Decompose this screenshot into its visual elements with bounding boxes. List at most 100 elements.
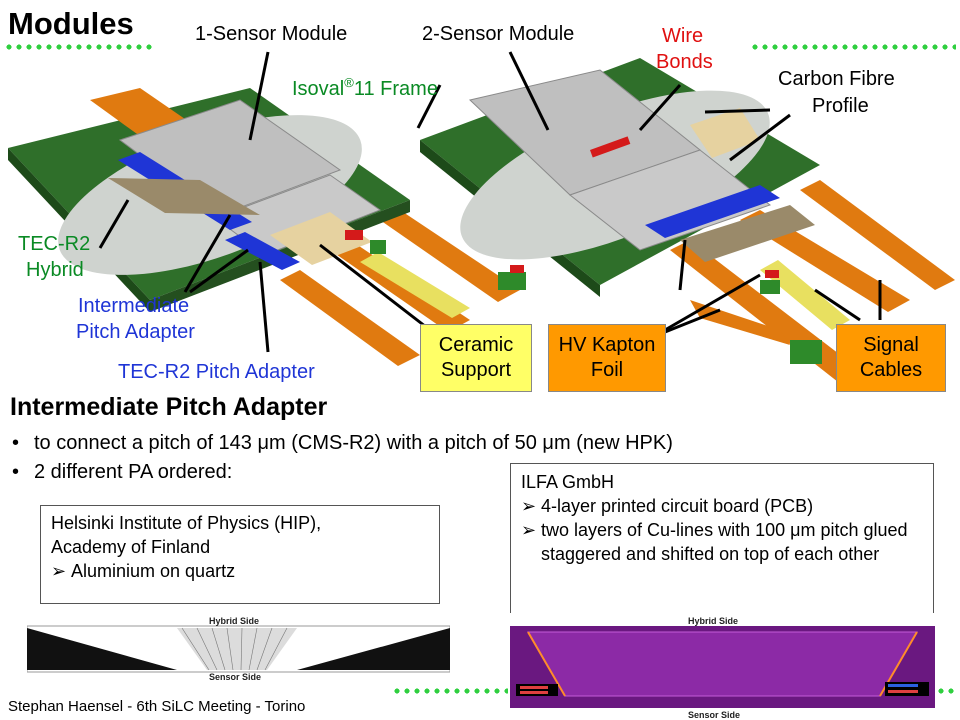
hip-line2: Academy of Finland bbox=[51, 536, 211, 557]
right-red-connector bbox=[765, 270, 779, 278]
ilfa-trapezoid bbox=[527, 631, 918, 697]
left-green-connector bbox=[370, 240, 386, 254]
title-underline-dots-right bbox=[750, 44, 956, 50]
box-ceramic-line1: Ceramic bbox=[438, 334, 514, 356]
hip-item-text: Aluminium on quartz bbox=[71, 560, 236, 581]
bullet-connect-pitch: • to connect a pitch of 143 μm (CMS-R2) w… bbox=[12, 432, 673, 455]
box-hv-line2: Foil bbox=[590, 359, 624, 381]
right-ceramic-strip bbox=[760, 260, 850, 330]
right-sensor-2 bbox=[568, 149, 772, 251]
arrow-1sensor bbox=[248, 51, 270, 141]
box-ceramic-support: Ceramic Support bbox=[420, 324, 532, 392]
pointer-arrows bbox=[98, 51, 882, 353]
left-signal-cable-3 bbox=[380, 210, 520, 302]
bullet-marker: • bbox=[12, 432, 20, 454]
label-carbon-fibre-1: Carbon Fibre bbox=[778, 68, 895, 90]
footer-dots-right bbox=[936, 688, 956, 694]
arrow-intermediate-2 bbox=[189, 248, 249, 294]
label-carbon-fibre-2: Profile bbox=[812, 95, 869, 117]
arrow-hv-1 bbox=[664, 273, 761, 332]
right-carbon-profile bbox=[690, 108, 760, 158]
label-wire-bonds-1: Wire bbox=[662, 25, 703, 47]
hip-right-wedge bbox=[297, 628, 450, 670]
ilfa-adapter-image: Hybrid Side Sensor Side bbox=[510, 614, 935, 720]
hip-line1: Helsinki Institute of Physics (HIP), bbox=[51, 513, 322, 533]
label-intermediate-1: Intermediate bbox=[78, 295, 189, 317]
right-end-connector bbox=[790, 340, 822, 364]
label-tec-hybrid-1: TEC-R2 bbox=[18, 233, 90, 255]
bullet-marker: • bbox=[12, 461, 20, 483]
arrow-bullet-icon: ➢ bbox=[521, 519, 537, 540]
hip-item: ➢Aluminium on quartz bbox=[51, 560, 429, 584]
left-end-red bbox=[510, 265, 524, 273]
arrow-carbon-1 bbox=[704, 108, 771, 114]
arrow-ceramic bbox=[319, 243, 431, 332]
arrow-signal-2 bbox=[814, 288, 861, 322]
left-end-connector bbox=[498, 272, 526, 290]
ilfa-adapter-drawing: Hybrid Side Sensor Side bbox=[510, 614, 935, 720]
ilfa-sensor-side: Sensor Side bbox=[688, 710, 740, 720]
arrow-bullet-icon: ➢ bbox=[521, 495, 537, 516]
hip-box: Helsinki Institute of Physics (HIP), Aca… bbox=[40, 505, 440, 604]
arrow-wirebonds bbox=[638, 84, 682, 131]
module-figure: 1-Sensor Module 2-Sensor Module Isoval®1… bbox=[8, 23, 955, 383]
ilfa-item1-text: 4-layer printed circuit board (PCB) bbox=[541, 495, 814, 516]
ilfa-hybrid-side: Hybrid Side bbox=[688, 616, 738, 626]
label-wire-bonds-2: Bonds bbox=[656, 51, 713, 73]
right-adapter bbox=[645, 185, 780, 238]
box-ceramic-line2: Support bbox=[440, 359, 512, 381]
label-isoval-suffix: 11 Frame bbox=[354, 78, 438, 100]
left-red-connector bbox=[345, 230, 363, 240]
hip-adapter-image: Hybrid Side Sensor Side bbox=[26, 614, 451, 682]
left-signal-cable-1 bbox=[280, 270, 420, 366]
left-ceramic-strip bbox=[360, 252, 470, 318]
box-signal-line2: Cables bbox=[859, 359, 923, 381]
footer-text: Stephan Haensel - 6th SiLC Meeting - Tor… bbox=[8, 698, 306, 715]
box-hv-line1: HV Kapton bbox=[558, 334, 656, 356]
arrow-hybrid bbox=[98, 199, 130, 249]
ilfa-box: ILFA GmbH ➢4-layer printed circuit board… bbox=[510, 463, 934, 613]
arrow-tec-pa bbox=[258, 261, 270, 353]
hip-left-white bbox=[27, 628, 177, 670]
label-tec-hybrid-2: Hybrid bbox=[26, 259, 84, 281]
ilfa-left-pads bbox=[516, 684, 558, 696]
left-ceramic bbox=[270, 212, 372, 265]
label-tec-pitch-adapter: TEC-R2 Pitch Adapter bbox=[118, 361, 315, 383]
bullet-connect-text: to connect a pitch of 143 μm (CMS-R2) wi… bbox=[34, 432, 673, 454]
ilfa-left-edge bbox=[527, 631, 566, 697]
ilfa-item2-text: two layers of Cu-lines with 100 μm pitch… bbox=[541, 519, 908, 564]
label-1-sensor-module: 1-Sensor Module bbox=[195, 23, 347, 45]
arrow-signal-3 bbox=[678, 239, 687, 291]
ilfa-line1: ILFA GmbH bbox=[521, 472, 615, 492]
label-intermediate-2: Pitch Adapter bbox=[76, 321, 195, 343]
label-isoval-frame: Isoval®11 Frame bbox=[292, 75, 438, 100]
hip-adapter-drawing: Hybrid Side Sensor Side bbox=[26, 616, 451, 682]
section-title: Intermediate Pitch Adapter bbox=[10, 393, 328, 421]
hip-hybrid-side: Hybrid Side bbox=[209, 616, 259, 626]
ilfa-item2: ➢two layers of Cu-lines with 100 μm pitc… bbox=[521, 519, 923, 567]
right-hybrid bbox=[680, 205, 815, 262]
right-module bbox=[420, 58, 955, 382]
right-green-connector bbox=[760, 280, 780, 294]
ilfa-item1: ➢4-layer printed circuit board (PCB) bbox=[521, 495, 923, 519]
arrow-bullet-icon: ➢ bbox=[51, 560, 67, 581]
label-isoval-prefix: Isoval bbox=[292, 78, 344, 100]
label-2-sensor-module: 2-Sensor Module bbox=[422, 23, 574, 45]
right-red-bond bbox=[589, 136, 631, 158]
hip-fan bbox=[177, 628, 297, 670]
arrow-hv-2 bbox=[664, 308, 721, 334]
arrow-carbon-2 bbox=[729, 113, 791, 162]
page-title: Modules bbox=[8, 6, 134, 41]
box-signal-line1: Signal bbox=[863, 334, 919, 356]
arrow-intermediate-1 bbox=[183, 214, 232, 293]
left-hybrid bbox=[108, 178, 260, 215]
hip-sensor-side: Sensor Side bbox=[209, 672, 261, 682]
arrow-isoval bbox=[416, 84, 442, 129]
right-signal-cable-3 bbox=[800, 180, 955, 290]
title-underline-dots-left bbox=[4, 44, 154, 50]
box-signal-cables: Signal Cables bbox=[836, 324, 946, 392]
arrow-2sensor bbox=[508, 51, 550, 131]
footer-dots-left bbox=[392, 688, 508, 694]
bullet-pa-ordered: •2 different PA ordered: bbox=[12, 461, 232, 484]
box-hv-kapton-foil: HV Kapton Foil bbox=[548, 324, 666, 392]
